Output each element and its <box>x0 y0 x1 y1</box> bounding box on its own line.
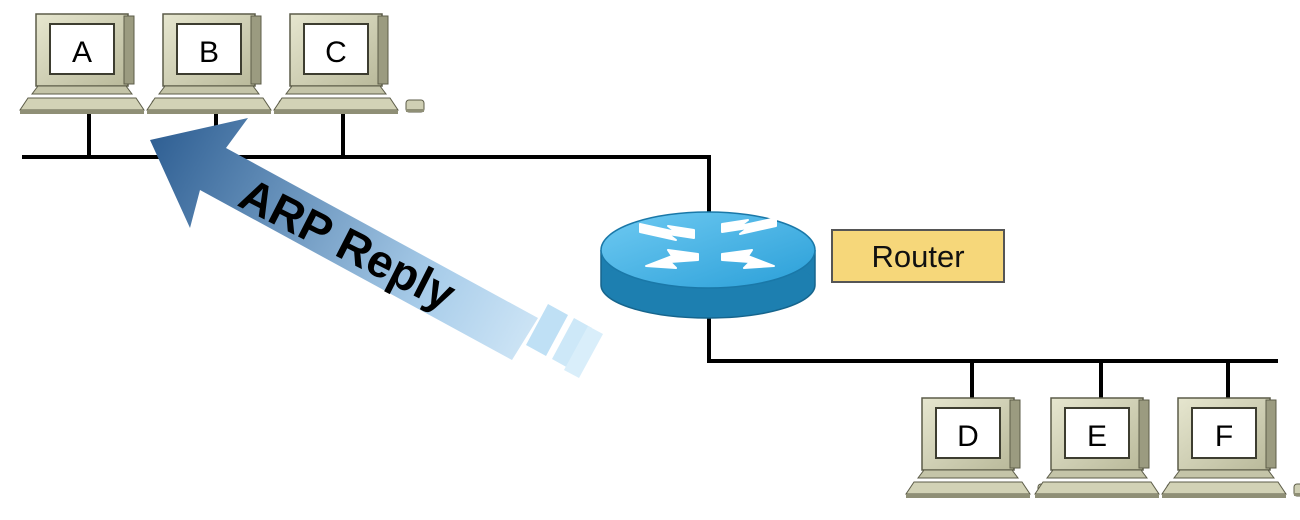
computer-d-label: D <box>957 420 979 453</box>
computer-e: E <box>1034 397 1186 499</box>
router-label-box: Router <box>831 229 1005 283</box>
arrow-shape <box>150 118 538 360</box>
arrow-label: ARP Reply <box>231 168 464 321</box>
router-label: Router <box>871 239 964 274</box>
computer-d: D <box>905 397 1057 499</box>
computer-c-label: C <box>325 36 347 69</box>
arrow-tail-stripe-1 <box>526 304 568 356</box>
computer-f-label: F <box>1215 420 1233 453</box>
computer-e-label: E <box>1087 420 1107 453</box>
computer-f: F <box>1161 397 1300 499</box>
computer-a: A <box>19 13 171 115</box>
arrow-tail-stripe-2 <box>552 318 592 369</box>
computer-b-label: B <box>199 36 219 69</box>
router-icon <box>600 211 816 319</box>
computer-b: B <box>146 13 298 115</box>
computer-a-label: A <box>72 36 92 69</box>
computer-c: C <box>273 13 425 115</box>
arrow-tail-stripe-3 <box>564 326 603 378</box>
